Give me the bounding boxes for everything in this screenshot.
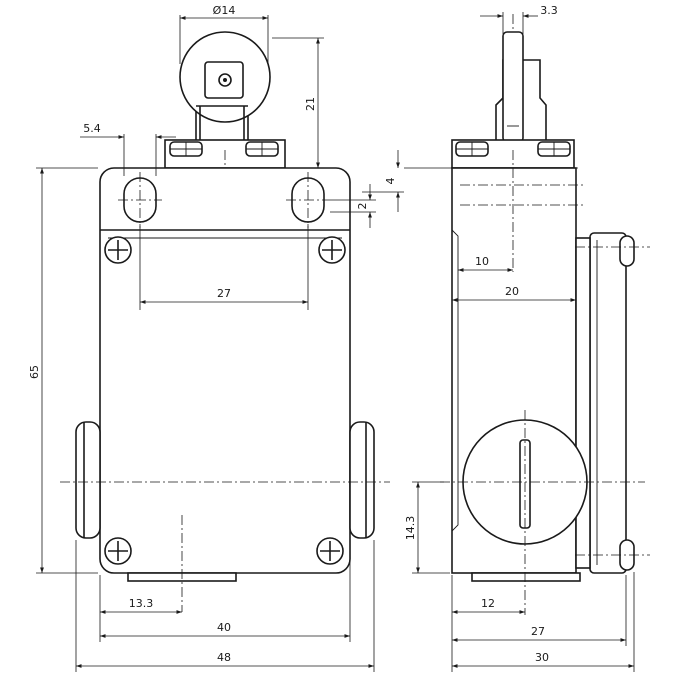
- dim-slot-pitch: 27: [217, 287, 231, 300]
- dim-slot-height: 4: [384, 178, 397, 185]
- front-body: [99, 167, 351, 574]
- screw-top-left: [104, 236, 132, 264]
- dim-actuator-height: 21: [304, 97, 317, 111]
- front-dimensions: Ø14 21 5.4 27 65 13.3 40 48: [28, 4, 375, 672]
- screw-top-right: [318, 236, 346, 264]
- screw-bottom-right: [316, 537, 344, 565]
- dim-entry-offset: 12: [481, 597, 495, 610]
- dim-body-depth: 20: [505, 285, 519, 298]
- dim-entry-height: 14.3: [404, 516, 417, 541]
- dim-roller-width: 3.3: [540, 4, 558, 17]
- cable-gland-left: [75, 421, 101, 539]
- side-bottom-foot: [471, 572, 581, 582]
- side-view: [440, 14, 650, 615]
- dim-mount-pitch: 40: [217, 621, 231, 634]
- side-dimensions: 3.3 4 2 10 20 14.3 12 27 30: [330, 4, 635, 672]
- cable-gland-right: [349, 421, 375, 539]
- side-cap-screw-left: [455, 141, 489, 157]
- cap-screw-right: [245, 141, 279, 157]
- dim-total-depth: 30: [535, 651, 549, 664]
- dim-roller-diameter: Ø14: [213, 4, 236, 17]
- dim-plunger-offset: 10: [475, 255, 489, 268]
- dim-body-height: 65: [28, 365, 41, 379]
- dim-slot-offset: 5.4: [83, 122, 101, 135]
- side-roller: [495, 31, 547, 143]
- dim-foot-offset: 13.3: [129, 597, 154, 610]
- side-cover-plate: [589, 232, 627, 574]
- dim-body-width: 48: [217, 651, 231, 664]
- side-cap-screw-right: [537, 141, 571, 157]
- front-view: [60, 31, 390, 612]
- side-screw-top: [619, 235, 635, 267]
- cap-screw-left: [169, 141, 203, 157]
- roller-actuator: [179, 31, 271, 140]
- dim-slot-width: 2: [356, 203, 369, 210]
- dim-mount-depth: 27: [531, 625, 545, 638]
- screw-bottom-left: [104, 537, 132, 565]
- mounting-slot-right: [286, 172, 330, 228]
- mounting-slot-left: [118, 172, 162, 228]
